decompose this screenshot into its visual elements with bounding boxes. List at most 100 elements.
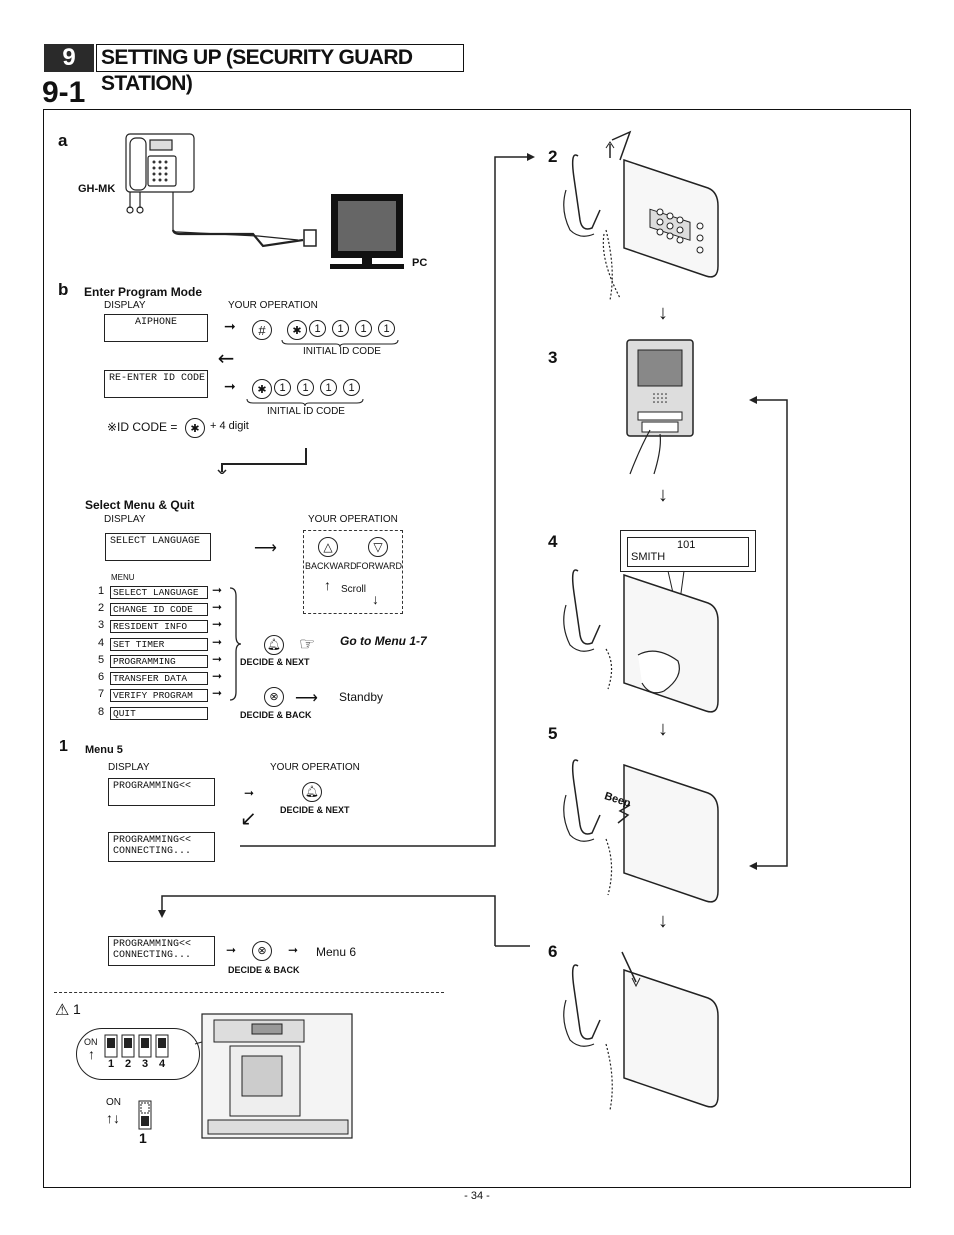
- entrance-panel-illustration: [626, 339, 694, 475]
- step-number: 5: [548, 724, 558, 743]
- menu-row: 2 CHANGE ID CODE ➞: [98, 600, 238, 616]
- initial-id-code-label: INITIAL ID CODE: [267, 406, 345, 417]
- cancel-key-icon: ⊗: [252, 941, 272, 961]
- one-key-icon: 1: [320, 379, 337, 396]
- up-down-arrow-icon: ↑↓: [106, 1110, 120, 1126]
- hash-key-icon: #: [252, 320, 272, 340]
- menu-item-label: CHANGE ID CODE: [110, 603, 208, 616]
- dip-number: 2: [125, 1058, 132, 1070]
- display-name: SMITH: [631, 551, 666, 563]
- menu-item-number: 1: [98, 585, 105, 597]
- menu-item-label: RESIDENT INFO: [110, 620, 208, 633]
- forward-key-icon: ▽: [368, 537, 388, 557]
- dip-number: 4: [159, 1058, 166, 1070]
- loop-arrow-icon: [749, 396, 788, 870]
- one-key-icon: 1: [274, 379, 291, 396]
- menu-item-number: 4: [98, 637, 105, 649]
- connection-illustration: [125, 133, 404, 269]
- brace-icon: [281, 339, 399, 348]
- arrow-down: ↓: [658, 484, 668, 506]
- operation-label: YOUR OPERATION: [308, 514, 398, 525]
- handset-beep-illustration: [563, 759, 719, 903]
- lcd-programming: PROGRAMMING<<: [108, 778, 215, 806]
- bell-key-icon: 🔔︎: [302, 782, 322, 802]
- star-key-icon: ✱: [252, 379, 272, 399]
- menu6-text: Menu 6: [316, 945, 357, 959]
- menu-item-number: 7: [98, 688, 105, 700]
- lcd-aiphone: AIPHONE: [104, 314, 208, 342]
- section-number: 9: [44, 44, 94, 72]
- step-number: 6: [548, 942, 558, 961]
- go-to-menu-text: Go to Menu 1-7: [340, 634, 427, 648]
- menu-item-label: SELECT LANGUAGE: [110, 586, 208, 599]
- lcd-line: PROGRAMMING<<: [113, 835, 192, 846]
- menu-row: 6 TRANSFER DATA ➞: [98, 669, 238, 685]
- enter-program-title: Enter Program Mode: [84, 285, 203, 299]
- menu-item-label: SET TIMER: [110, 638, 208, 651]
- handset-hangup-illustration: [563, 951, 719, 1111]
- menu-item-number: 8: [98, 706, 105, 718]
- arrow-right: ➞: [224, 378, 236, 394]
- lcd-line: PROGRAMMING<<: [113, 939, 192, 950]
- dip-number: 3: [142, 1058, 149, 1070]
- menu-item-number: 5: [98, 654, 105, 666]
- step-number: 3: [548, 348, 558, 367]
- menu-label: MENU: [111, 573, 135, 582]
- menu-row: 5 PROGRAMMING ➞: [98, 652, 238, 668]
- return-arrow-icon: [217, 448, 307, 474]
- id-code-note: ※ID CODE =: [107, 420, 178, 434]
- operation-label: YOUR OPERATION: [270, 762, 360, 773]
- lcd-line: CONNECTING...: [113, 846, 192, 857]
- page-number: - 34 -: [464, 1190, 490, 1202]
- lcd-line: CONNECTING...: [113, 950, 192, 961]
- plus-digit-note: + 4 digit: [210, 420, 249, 432]
- dip-switch-icon: [104, 1034, 169, 1058]
- arrow-right: ➞: [212, 635, 223, 649]
- display-label: DISPLAY: [108, 762, 150, 773]
- station-keypad-illustration: [563, 569, 719, 713]
- pointing-hand-icon: ☞: [299, 634, 316, 654]
- dip-switch-zoom: [76, 1028, 200, 1080]
- menu-item-label: VERIFY PROGRAM: [110, 689, 208, 702]
- operation-label: YOUR OPERATION: [228, 300, 318, 311]
- on-label: ON: [106, 1097, 121, 1108]
- arrow-down: ↓: [658, 302, 668, 324]
- unit-back-illustration: [194, 1013, 353, 1139]
- standby-text: Standby: [339, 690, 384, 704]
- gh-mk-label: GH-MK: [78, 183, 116, 195]
- arrow-down-left: ↙: [240, 808, 257, 830]
- display-label: DISPLAY: [104, 514, 146, 525]
- arrow-down: ↓: [658, 718, 668, 740]
- one-key-icon: 1: [378, 320, 395, 337]
- arrow-right: ⟶: [295, 690, 318, 707]
- brace-icon: [246, 398, 364, 407]
- scroll-down-arrow-icon: ↓: [372, 591, 379, 607]
- backward-label: BACKWARD: [305, 561, 357, 571]
- dashed-divider: [54, 992, 444, 993]
- one-key-icon: 1: [343, 379, 360, 396]
- arrow-right: ➞: [224, 318, 236, 334]
- arrow-right: ➞: [212, 669, 223, 683]
- display-label: DISPLAY: [104, 300, 146, 311]
- lcd-connecting: PROGRAMMING<<CONNECTING...: [108, 936, 215, 966]
- one-key-icon: 1: [297, 379, 314, 396]
- pc-monitor: [330, 194, 404, 269]
- arrow-right: ➞: [212, 617, 223, 631]
- decide-next-label: DECIDE & NEXT: [240, 657, 310, 667]
- step-number: 2: [548, 147, 558, 166]
- menu-row: 8 QUIT: [98, 706, 238, 720]
- bell-key-icon: 🔔︎: [264, 635, 284, 655]
- menu-brace-icon: [229, 587, 242, 701]
- lcd-select-language: SELECT LANGUAGE: [105, 533, 211, 561]
- dip-number: 1: [108, 1058, 115, 1070]
- arrow-right: ➞: [212, 600, 223, 614]
- pc-label: PC: [412, 257, 428, 269]
- arrow-down: ↓: [658, 910, 668, 932]
- display-number: 101: [677, 539, 696, 551]
- switch-label: 1: [139, 1130, 147, 1146]
- single-switch-icon: [138, 1100, 152, 1130]
- step-number: 4: [548, 532, 558, 551]
- display-screen: [627, 537, 749, 567]
- initial-id-code-label: INITIAL ID CODE: [303, 346, 381, 357]
- forward-label: FORWARD: [356, 561, 402, 571]
